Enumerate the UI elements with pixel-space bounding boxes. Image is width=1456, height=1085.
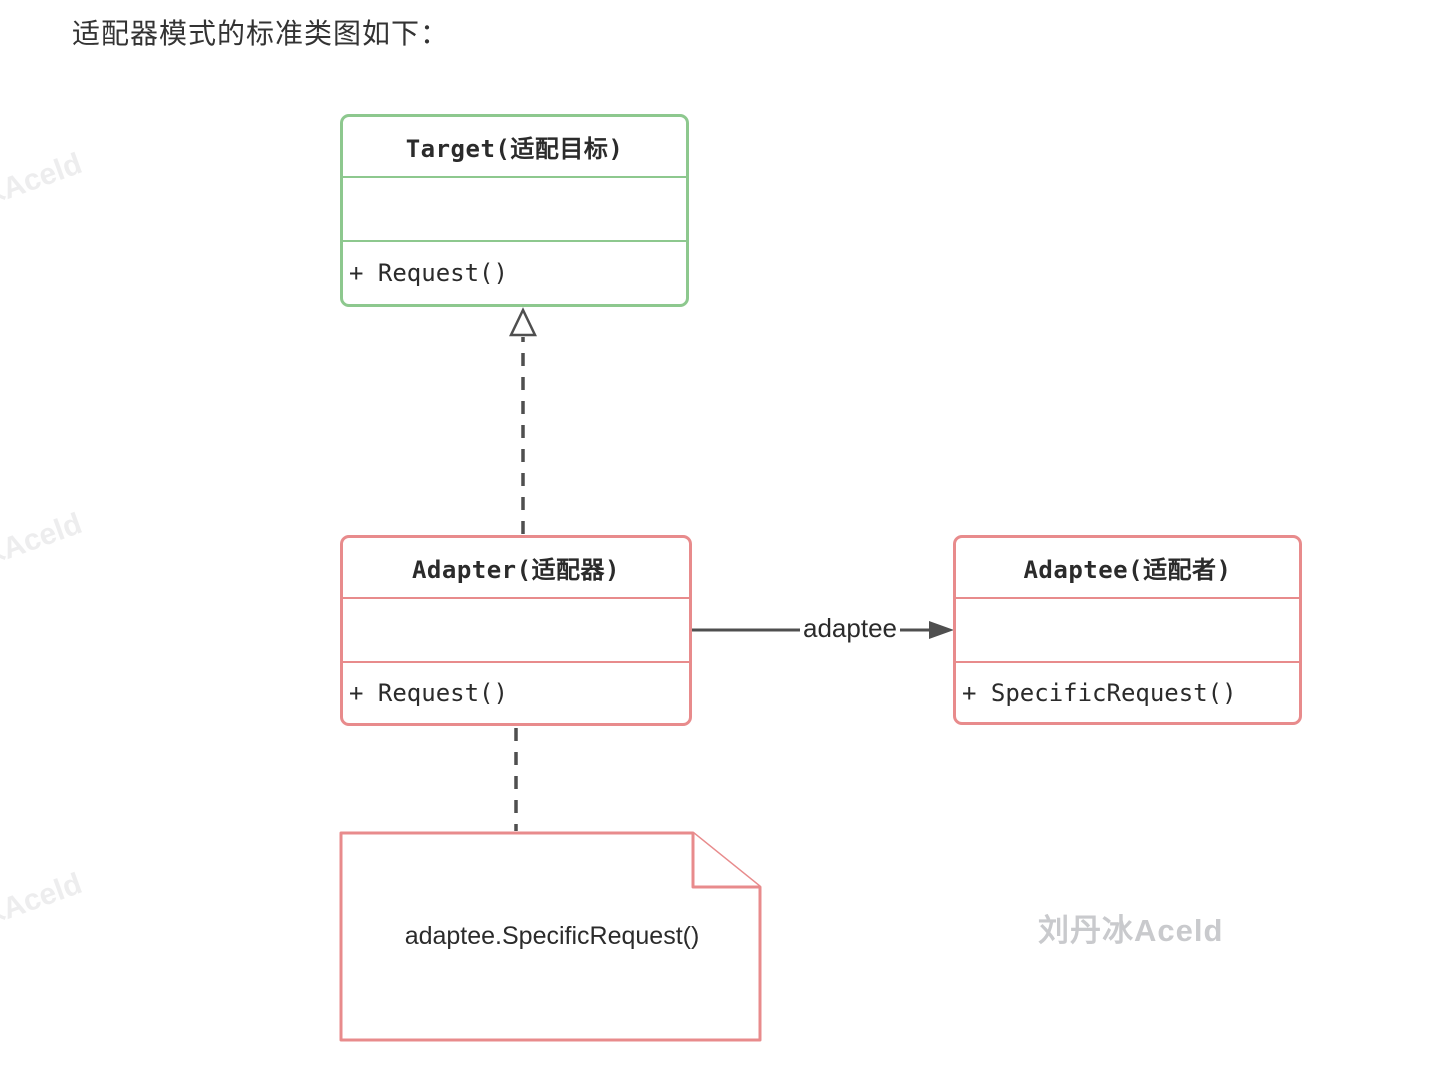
class-adaptee: Adaptee(适配者) + SpecificRequest() <box>953 535 1302 725</box>
class-adaptee-name: Adaptee(适配者) <box>1023 556 1232 584</box>
watermark-main: 刘丹冰Aceld <box>1038 913 1224 948</box>
class-adapter-name: Adapter(适配器) <box>411 556 621 584</box>
realization-arrowhead-icon <box>509 307 537 337</box>
class-target-fields <box>343 176 686 242</box>
class-adapter: Adapter(适配器) + Request() <box>340 535 692 726</box>
class-target-name: Target(适配目标) <box>405 135 624 163</box>
note-fold-icon <box>691 833 760 889</box>
page-title: 适配器模式的标准类图如下： <box>72 18 450 49</box>
class-adapter-fields <box>343 597 689 663</box>
note-text: adaptee.SpecificRequest() <box>404 922 700 950</box>
association-arrowhead-icon <box>929 621 954 639</box>
class-adaptee-method: + SpecificRequest() <box>962 678 1237 707</box>
class-adaptee-fields <box>956 597 1299 663</box>
class-adapter-method: + Request() <box>349 679 508 707</box>
association-label: adaptee <box>800 613 900 644</box>
class-target: Target(适配目标) + Request() <box>340 114 689 307</box>
class-target-method: + Request() <box>349 259 508 287</box>
